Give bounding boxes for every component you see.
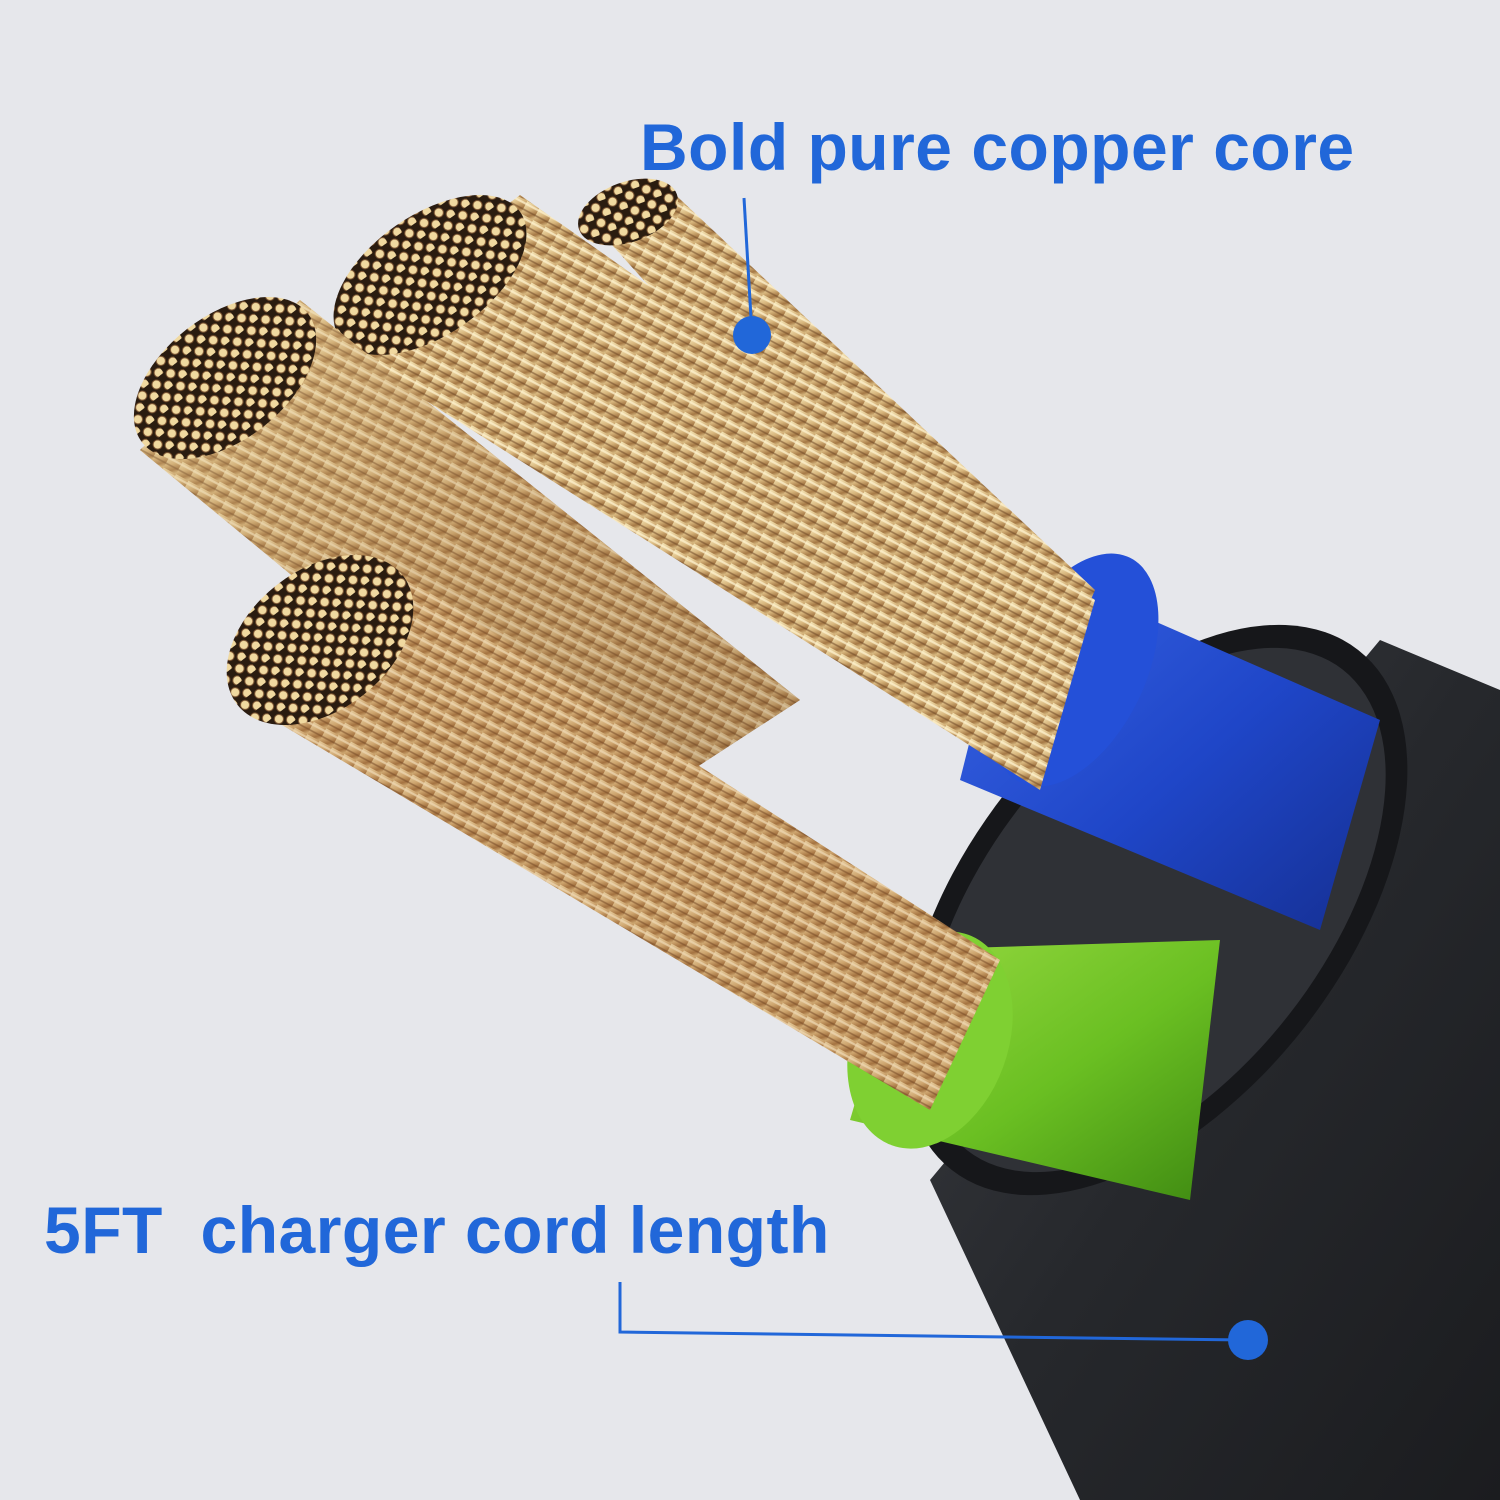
pointer-top — [733, 197, 771, 354]
pointer-bottom — [618, 1282, 1268, 1360]
copper-bundle-left — [133, 296, 800, 830]
copper-core-callout: Bold pure copper core — [640, 110, 1355, 184]
cord-length-callout: 5FT charger cord length — [44, 1193, 830, 1267]
copper-bundle-middle — [330, 195, 1095, 790]
copper-bundle-front — [226, 555, 1000, 1110]
